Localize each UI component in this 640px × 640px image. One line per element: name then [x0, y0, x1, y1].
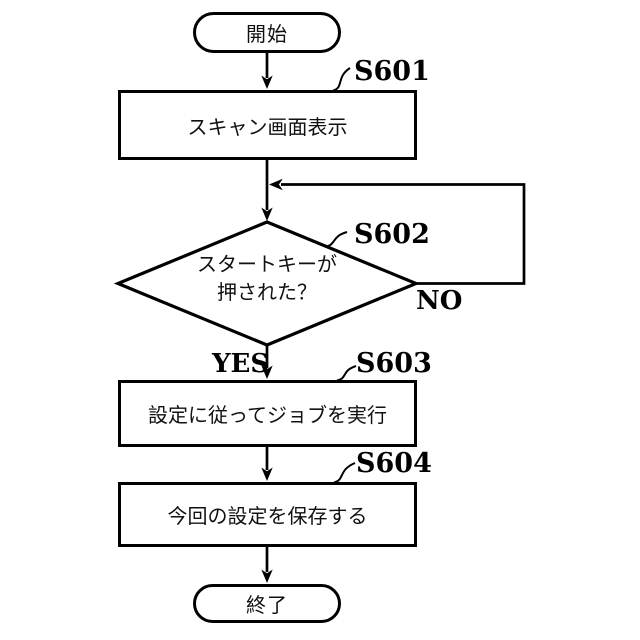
arrowhead-s604-to-end	[261, 569, 273, 583]
arrowhead-s603-to-s604	[261, 467, 273, 481]
step-label-s603: S603	[356, 348, 432, 379]
leader-s601	[332, 67, 351, 92]
no-branch-label: NO	[416, 286, 463, 316]
arrowhead-no-loop	[269, 178, 283, 191]
yes-branch-label: YES	[212, 349, 270, 379]
decision-s602-text-line2: 押された？	[217, 282, 317, 304]
start-terminator-label: 開始	[246, 24, 288, 46]
leader-s602	[324, 231, 348, 248]
end-terminator: 終了	[193, 584, 341, 623]
predefined-process-s604: 今回の設定を保存する	[118, 482, 417, 547]
leader-s604	[333, 462, 356, 484]
process-s601: スキャン画面表示	[118, 90, 417, 160]
process-s603-label: 設定に従ってジョブを実行	[148, 405, 387, 427]
step-label-s602: S602	[354, 219, 430, 250]
edge-no-loop	[281, 183, 526, 285]
arrowhead-s602-to-s603	[261, 365, 273, 379]
step-label-s604: S604	[356, 448, 432, 479]
process-s603: 設定に従ってジョブを実行	[118, 380, 417, 447]
leader-s603	[336, 365, 357, 382]
arrowhead-s601-to-s602	[261, 207, 273, 221]
step-label-s601: S601	[354, 56, 430, 87]
predefined-process-s604-label: 今回の設定を保存する	[167, 506, 368, 528]
decision-s602-text-line1: スタートキーが	[197, 254, 337, 276]
decision-s602-text: スタートキーが 押された？	[167, 251, 367, 307]
end-terminator-label: 終了	[246, 595, 288, 617]
arrowhead-start-to-s601	[261, 75, 273, 89]
start-terminator: 開始	[193, 12, 341, 53]
process-s601-label: スキャン画面表示	[187, 116, 348, 139]
